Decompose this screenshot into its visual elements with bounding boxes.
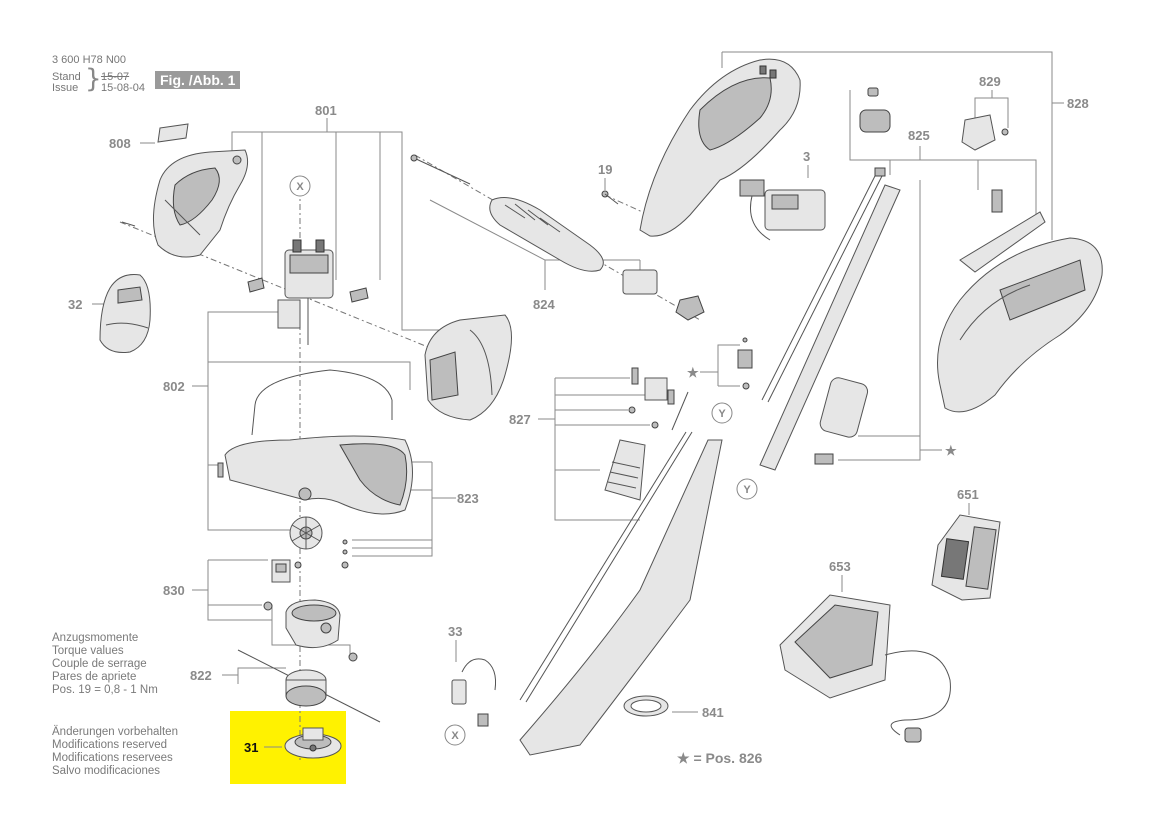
label-830: 830: [163, 583, 185, 598]
torque-line-es: Pares de apriete: [52, 671, 137, 683]
label-828: 828: [1067, 96, 1089, 111]
part-32-cover: [99, 274, 151, 353]
leader-lines: [92, 51, 1064, 748]
part-830-group: [263, 559, 358, 662]
y-marker-bottom: Y: [736, 478, 758, 500]
part-825-rails: [759, 167, 901, 471]
mod-line-es: Salvo modificaciones: [52, 765, 161, 777]
part-shaft: [519, 431, 723, 756]
issue-label: Issue: [52, 82, 79, 94]
label-31: 31: [244, 740, 258, 755]
label-841: 841: [702, 705, 724, 720]
part-802-guard: [217, 369, 413, 515]
star-marker-left: ★: [687, 365, 699, 380]
label-19: 19: [598, 162, 612, 177]
part-826-group: [737, 337, 869, 465]
torque-spec: Pos. 19 = 0,8 - 1 Nm: [52, 684, 158, 696]
label-33: 33: [448, 624, 462, 639]
label-801: 801: [315, 103, 337, 118]
part-labels: 808 801 32 802 823 830 822 31 824 19 3 8…: [68, 74, 1089, 766]
label-824: 824: [533, 297, 555, 312]
y-marker-bottom-label: Y: [743, 484, 751, 496]
part-handle-upper: [639, 58, 801, 237]
part-fan: [289, 516, 349, 569]
part-827-group: [604, 367, 689, 501]
part-motor: [247, 239, 369, 345]
modifications-note: Änderungen vorbehalten Modifications res…: [52, 726, 178, 778]
doc-number: 3 600 H78 N00: [52, 54, 126, 66]
mod-line-en: Modifications reserved: [52, 739, 168, 751]
part-822-spool: [237, 649, 381, 723]
old-date: 15-07: [101, 71, 130, 83]
x-marker-bottom: X: [444, 724, 466, 746]
label-808: 808: [109, 136, 131, 151]
label-651: 651: [957, 487, 979, 502]
stand-label: Stand: [52, 71, 81, 83]
label-829: 829: [979, 74, 1001, 89]
new-date: 15-08-04: [101, 82, 146, 94]
y-marker-top-label: Y: [718, 408, 726, 420]
part-33-cable: [451, 658, 496, 727]
torque-line-fr: Couple de serrage: [52, 658, 147, 670]
part-808-housing-half: [152, 123, 249, 258]
part-829-trigger: [859, 87, 1046, 273]
part-824-handle: [410, 154, 705, 321]
torque-note: Anzugsmomente Torque values Couple de se…: [52, 632, 158, 697]
legend-pos-826: ★ = Pos. 826: [677, 750, 763, 766]
part-19-screw: [601, 190, 619, 205]
x-marker-top: X: [289, 175, 311, 197]
mod-line-fr: Modifications reservees: [52, 752, 173, 764]
mod-line-de: Änderungen vorbehalten: [52, 726, 178, 738]
figure-label: Fig. /Abb. 1: [155, 71, 241, 89]
part-841-ring: [623, 695, 669, 717]
part-3-switch: [739, 179, 826, 241]
torque-line-de: Anzugsmomente: [52, 632, 139, 644]
y-marker-top: Y: [711, 402, 733, 424]
label-3: 3: [803, 149, 810, 164]
label-827: 827: [509, 412, 531, 427]
label-825: 825: [908, 128, 930, 143]
part-801-housing-lower: [424, 314, 512, 421]
label-822: 822: [190, 668, 212, 683]
x-marker-top-label: X: [296, 181, 304, 193]
part-31-cap: [284, 727, 342, 759]
brace-glyph: }: [85, 64, 102, 94]
torque-line-en: Torque values: [52, 645, 124, 657]
part-828-handle: [937, 237, 1103, 413]
label-802: 802: [163, 379, 185, 394]
label-653: 653: [829, 559, 851, 574]
x-marker-bottom-label: X: [451, 730, 459, 742]
part-653-charger: [779, 594, 951, 743]
label-32: 32: [68, 297, 82, 312]
star-marker-right: ★: [945, 443, 957, 458]
label-823: 823: [457, 491, 479, 506]
part-651-battery: [931, 514, 1001, 601]
screw-808: [121, 221, 136, 227]
